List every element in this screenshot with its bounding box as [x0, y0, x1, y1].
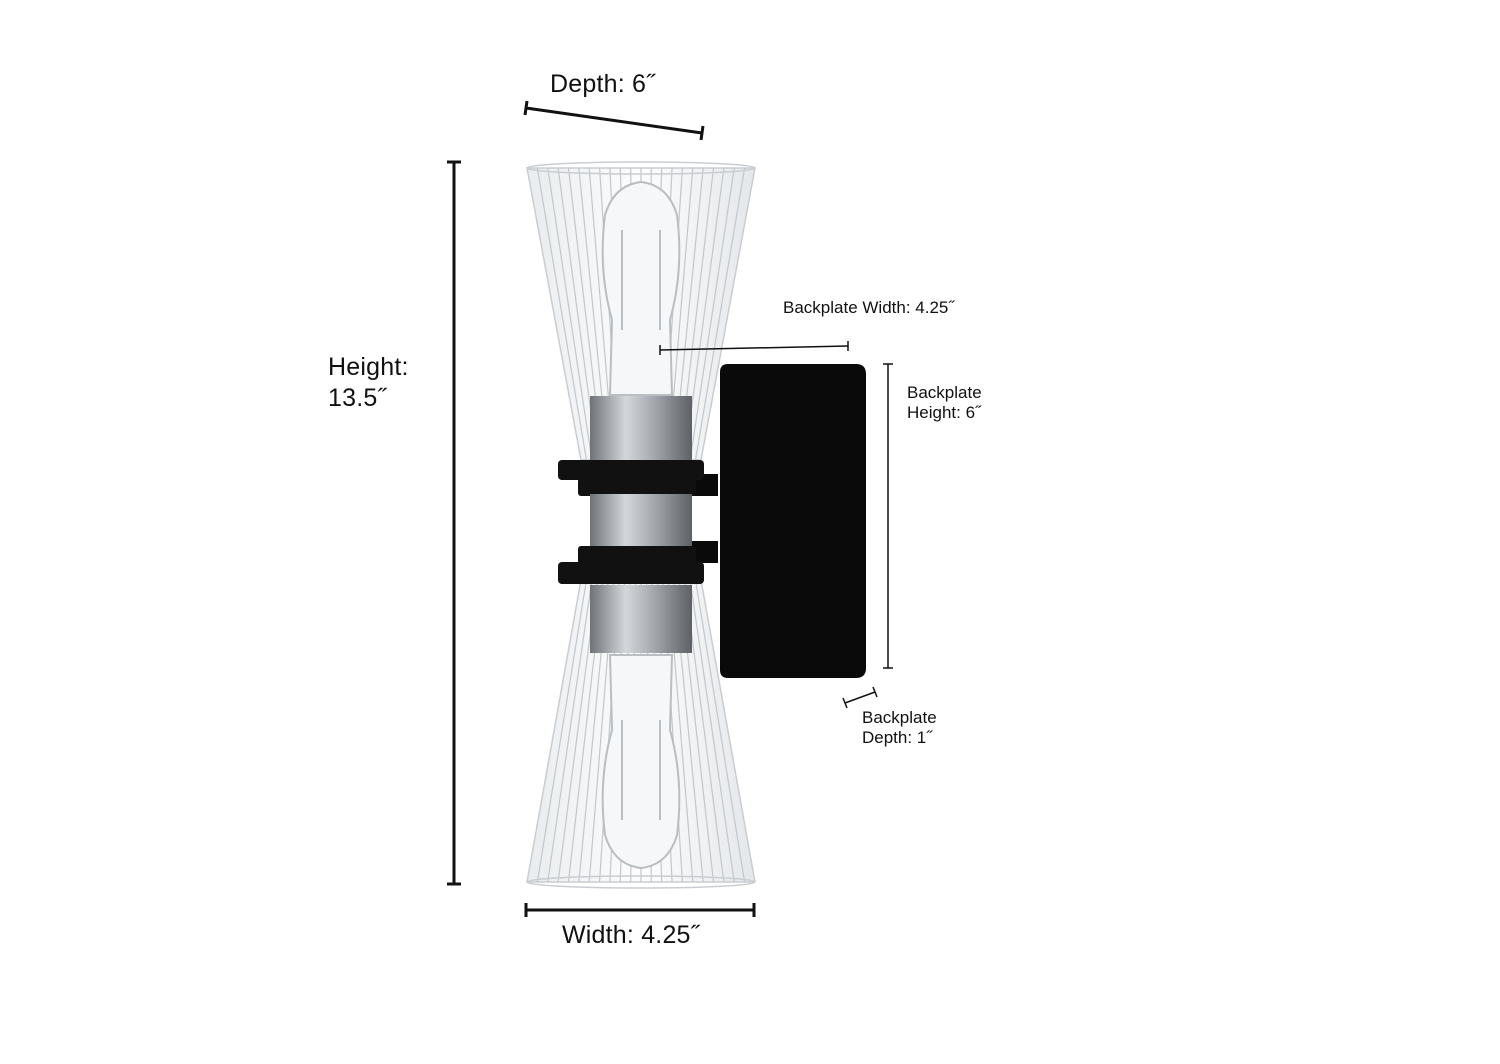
- glass-rib: [694, 580, 746, 882]
- backplate-height-dimension-line: [883, 363, 893, 669]
- backplate-depth-label: Backplate Depth: 1˝: [862, 708, 937, 748]
- width-label: Width: 4.25˝: [562, 921, 700, 949]
- glass-rib: [689, 168, 735, 460]
- height-dimension-line: [447, 160, 461, 886]
- glass-rib: [536, 580, 588, 882]
- height-label-line2: 13.5˝: [328, 384, 386, 412]
- backplate-width-label: Backplate Width: 4.25˝: [783, 298, 955, 317]
- top-glass-shade: [526, 161, 756, 462]
- glass-rib: [694, 168, 746, 460]
- glass-rib: [547, 168, 593, 460]
- backplate-depth-label-line2: Depth: 1˝: [862, 728, 932, 747]
- glass-rib: [536, 168, 588, 460]
- height-label-line1: Height:: [328, 353, 409, 381]
- backplate: [688, 364, 866, 678]
- depth-label: Depth: 6˝: [550, 70, 655, 98]
- backplate-width-dimension-line: [659, 341, 849, 355]
- bottom-socket: [590, 585, 692, 653]
- backplate-height-label-line1: Backplate: [907, 383, 982, 402]
- glass-rib: [547, 580, 593, 882]
- backplate-height-label-line2: Height: 6˝: [907, 403, 981, 422]
- top-socket: [590, 396, 692, 462]
- depth-dimension-line: [523, 100, 705, 141]
- width-dimension-line: [524, 903, 756, 917]
- backplate-depth-dimension-line: [842, 686, 878, 709]
- top-bulb: [601, 180, 681, 396]
- center-hardware: [558, 460, 704, 584]
- bottom-bulb: [601, 654, 681, 870]
- glass-rib: [689, 580, 735, 882]
- backplate-depth-label-line1: Backplate: [862, 708, 937, 727]
- backplate-height-label: Backplate Height: 6˝: [907, 383, 982, 423]
- height-label: Height: 13.5˝: [328, 352, 409, 414]
